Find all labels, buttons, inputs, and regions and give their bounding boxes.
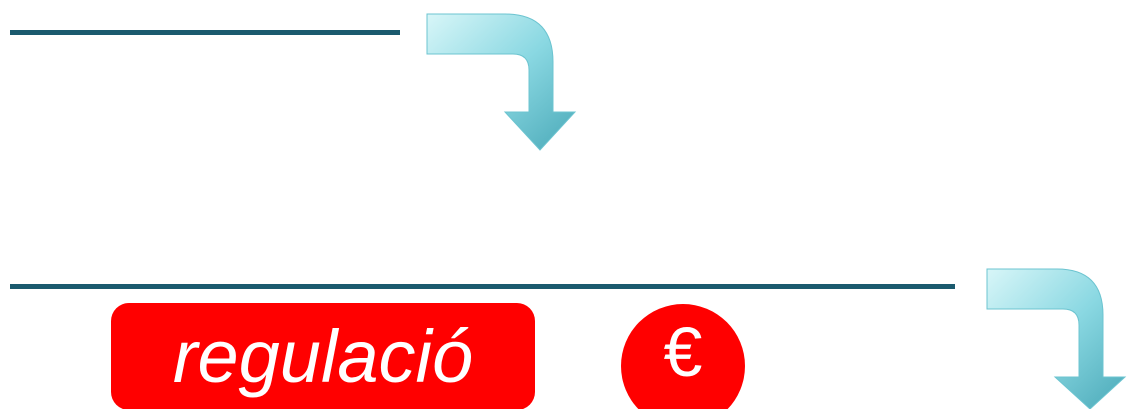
euro-symbol: € [663, 313, 703, 391]
curved-down-arrow-icon [986, 268, 1127, 409]
curved-down-arrow-icon [426, 13, 577, 151]
regulation-label: regulació [172, 314, 474, 398]
top-divider-line [10, 30, 400, 35]
bottom-divider-line [10, 284, 955, 289]
euro-badge: € [621, 304, 745, 409]
regulation-badge: regulació [111, 303, 535, 409]
